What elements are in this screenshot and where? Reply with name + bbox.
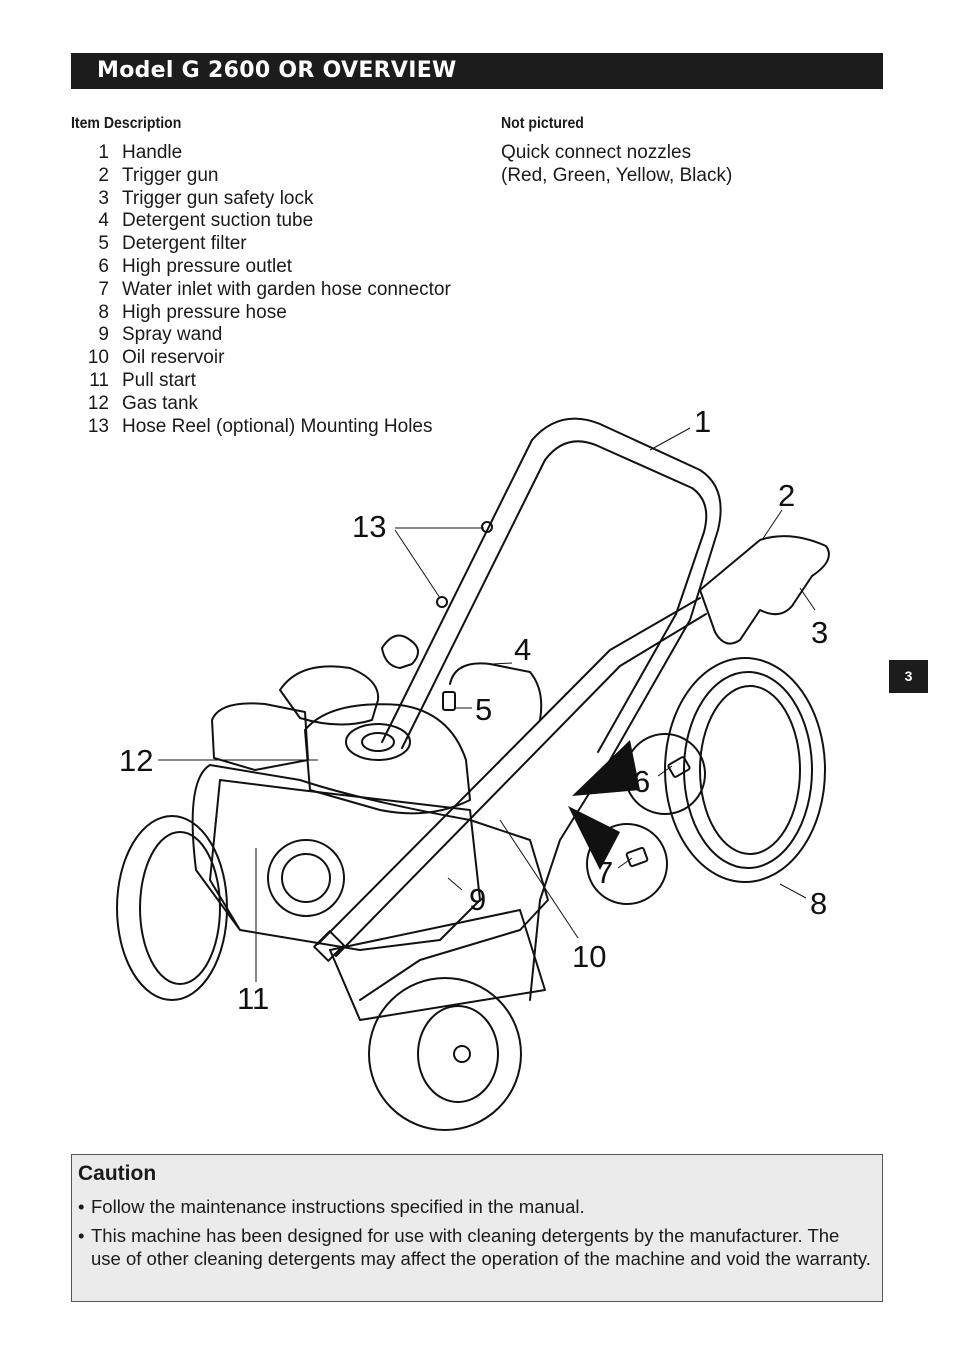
caution-list: Follow the maintenance instructions spec… — [78, 1195, 874, 1270]
rear-frame — [191, 764, 549, 1001]
hose-coil — [664, 657, 826, 883]
item-description-heading: Item Description — [71, 115, 182, 132]
detergent-tube — [449, 662, 543, 721]
callout-10: 10 — [572, 939, 606, 974]
detergent-filter — [442, 691, 456, 711]
trigger-gun — [699, 535, 830, 645]
callout-5: 5 — [475, 692, 492, 727]
handle-frame — [381, 417, 722, 1001]
callout-11: 11 — [237, 981, 269, 1016]
callout-3: 3 — [811, 615, 828, 650]
not-pictured-line: Quick connect nozzles — [501, 142, 692, 163]
wand-tip — [313, 930, 345, 962]
handle-frame-inner — [401, 440, 708, 753]
callout-7: 7 — [596, 855, 613, 890]
callout-6: 6 — [633, 764, 650, 799]
engine-block — [209, 779, 481, 951]
list-item: Follow the maintenance instructions spec… — [78, 1195, 874, 1218]
fuel-cap — [279, 665, 380, 726]
page-number-tab: 3 — [889, 660, 928, 693]
not-pictured-text: Quick connect nozzles (Red, Green, Yello… — [501, 142, 732, 188]
inset-pointer — [572, 740, 640, 796]
frame-knob — [381, 634, 419, 669]
callout-4: 4 — [514, 632, 531, 667]
callout-12: 12 — [119, 743, 153, 778]
gas-tank — [304, 703, 471, 815]
page-title: Model G 2600 OR OVERVIEW — [71, 53, 883, 89]
spray-wand — [317, 597, 701, 945]
caution-box: Caution Follow the maintenance instructi… — [71, 1154, 883, 1302]
base-plate — [329, 909, 546, 1021]
caution-title: Caution — [78, 1162, 157, 1185]
callout-2: 2 — [778, 478, 795, 513]
callout-13: 13 — [352, 509, 386, 544]
air-filter — [211, 702, 309, 771]
pull-start-icon — [267, 839, 345, 917]
tank-cap-icon — [345, 723, 411, 761]
callout-9: 9 — [469, 882, 486, 917]
mounting-hole-icon — [436, 596, 448, 608]
mounting-hole-icon — [481, 521, 493, 533]
inset-pointer — [568, 806, 620, 870]
wheel-left — [116, 815, 228, 1001]
callout-1: 1 — [694, 404, 711, 439]
callout-8: 8 — [810, 886, 827, 921]
water-inlet-inset — [586, 823, 668, 905]
not-pictured-line: (Red, Green, Yellow, Black) — [501, 164, 733, 186]
wheel-right — [368, 977, 522, 1131]
not-pictured-heading: Not pictured — [501, 115, 584, 132]
list-item: This machine has been designed for use w… — [78, 1224, 874, 1270]
